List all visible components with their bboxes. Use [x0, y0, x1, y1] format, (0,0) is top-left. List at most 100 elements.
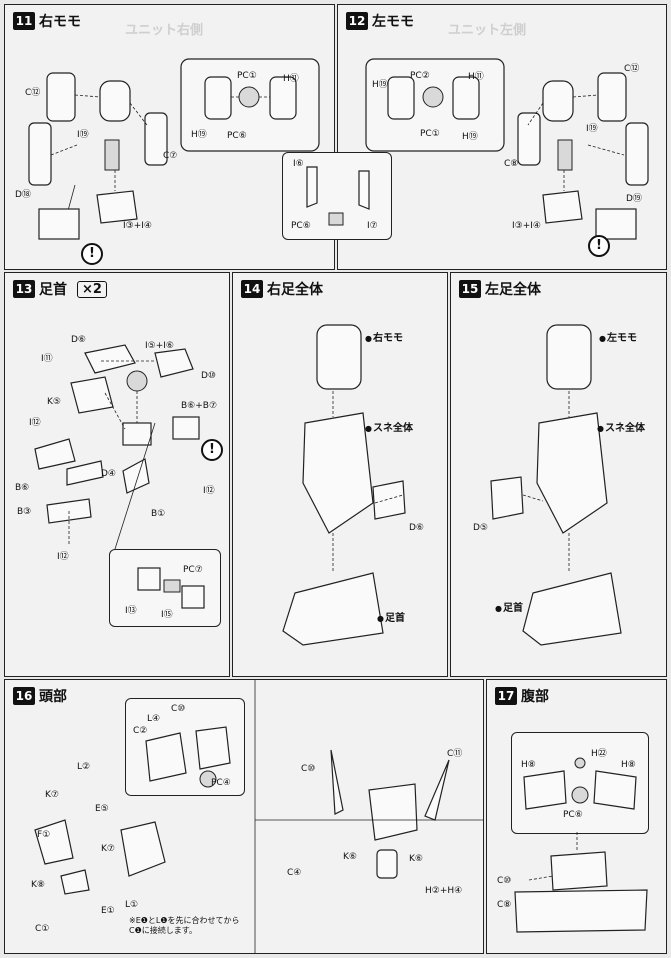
step-label: 左モモ — [372, 14, 414, 30]
part-label: H②+H④ — [425, 886, 463, 896]
part-label: D⑲ — [626, 194, 642, 204]
step-17-panel: 17 腹部 H⑧ H㉒ H⑧ PC⑥ C⑩ C⑧ — [486, 679, 667, 954]
part-label: I⑲ — [77, 130, 89, 140]
part-label: I⑫ — [29, 418, 41, 428]
step-14-panel: 14 右足全体 右モモ スネ全体 D⑥ 足首 — [232, 272, 448, 677]
part-label: B⑥ — [15, 483, 30, 493]
part-label: I⑪ — [41, 354, 53, 364]
part-label: B① — [151, 509, 166, 519]
part-label: K⑦ — [101, 844, 115, 854]
step-16-panel: 16 頭部 C⑩ L④ C② PC④ L② K⑦ E⑤ F① K⑦ K⑧ L① … — [4, 679, 484, 954]
step-16-title: 16 頭部 — [13, 686, 67, 706]
part-label: E① — [101, 906, 115, 916]
part-label: PC⑥ — [291, 221, 311, 231]
warning-icon: ! — [81, 243, 103, 265]
part-label: I⑤+I⑥ — [145, 341, 174, 351]
part-label: I⑥ — [293, 159, 304, 169]
step-label: 右モモ — [39, 14, 81, 30]
abdomen-inset — [511, 732, 649, 834]
part-label: C① — [35, 924, 50, 934]
shared-inset: I⑥ PC⑥ I⑦ — [282, 152, 392, 240]
step-label: 頭部 — [39, 689, 67, 705]
part-label: C⑩ — [171, 704, 186, 714]
step-number: 12 — [346, 12, 368, 30]
part-label: H⑲ — [372, 80, 388, 90]
part-label: PC② — [410, 71, 430, 81]
part-label: C⑧ — [497, 900, 512, 910]
step-label: 足首 — [39, 282, 67, 298]
shared-parts-diagram — [306, 166, 370, 226]
assembly-note: ※E❶とL❶を先に合わせてから C❶に接続します。 — [129, 916, 240, 935]
ankle-inset — [109, 549, 221, 627]
part-label: H⑪ — [283, 74, 299, 84]
part-label: H㉒ — [591, 749, 607, 759]
ankle-diagram — [34, 344, 200, 550]
step-number: 16 — [13, 687, 35, 705]
abdomen-diagram — [514, 832, 648, 933]
part-label: B③ — [17, 507, 32, 517]
part-label: C⑪ — [447, 749, 463, 759]
part-label: H⑧ — [521, 760, 536, 770]
head-inset-diagram — [145, 726, 231, 788]
part-label: D⑥ — [71, 335, 86, 345]
part-label: D④ — [101, 469, 116, 479]
part-label: I⑲ — [586, 124, 598, 134]
part-label: D⑤ — [473, 523, 488, 533]
part-label: K⑦ — [45, 790, 59, 800]
part-label: I③+I④ — [512, 221, 541, 231]
part-label: C⑦ — [163, 151, 178, 161]
part-label: C② — [133, 726, 148, 736]
step-17-title: 17 腹部 — [495, 686, 549, 706]
step-number: 13 — [13, 280, 35, 298]
ankle-inset-diagram — [137, 567, 205, 609]
step-12-title: 12 左モモ — [346, 11, 414, 31]
part-label: F① — [37, 830, 51, 840]
part-label: K⑥ — [343, 852, 357, 862]
part-label: B⑥+B⑦ — [181, 401, 218, 411]
step-number: 11 — [13, 12, 35, 30]
step-number: 17 — [495, 687, 517, 705]
ghost-text: ユニット右側 — [125, 23, 204, 38]
part-label: C④ — [287, 868, 302, 878]
part-label: I⑫ — [203, 486, 215, 496]
part-label: H⑲ — [191, 130, 207, 140]
left-leg-diagram — [490, 324, 622, 646]
part-label: L① — [125, 900, 139, 910]
step-11-title: 11 右モモ — [13, 11, 81, 31]
step-label: 腹部 — [521, 689, 549, 705]
part-label: L④ — [147, 714, 161, 724]
step-15-panel: 15 左足全体 左モモ スネ全体 D⑤ 足首 — [450, 272, 667, 677]
part-label: D⑥ — [409, 523, 424, 533]
head-diagram — [34, 680, 483, 953]
step-number: 15 — [459, 280, 481, 298]
callout-label: 足首 — [377, 609, 405, 624]
part-label: K⑤ — [47, 397, 61, 407]
part-label: C⑧ — [504, 159, 519, 169]
right-leg-diagram — [282, 324, 406, 646]
part-label: PC⑥ — [563, 810, 583, 820]
part-label: PC④ — [211, 778, 231, 788]
part-label: PC① — [420, 129, 440, 139]
part-label: D⑩ — [201, 371, 216, 381]
part-label: I⑬ — [125, 606, 137, 616]
ghost-text: ユニット左側 — [448, 23, 527, 38]
step-13-panel: 13 足首 ×2 ! D⑥ I⑤+I⑥ I⑪ D⑩ K⑤ B⑥+B⑦ I⑫ D④… — [4, 272, 230, 677]
part-label: C⑫ — [624, 64, 640, 74]
warning-icon: ! — [588, 235, 610, 257]
part-label: H⑪ — [468, 72, 484, 82]
part-label: K⑧ — [31, 880, 45, 890]
callout-label: 左モモ — [599, 329, 637, 344]
callout-label: 右モモ — [365, 329, 403, 344]
left-thigh-diagram — [365, 58, 649, 240]
part-label: K⑥ — [409, 854, 423, 864]
callout-label: スネ全体 — [365, 419, 413, 434]
right-thigh-diagram — [28, 58, 320, 240]
part-label: D⑱ — [15, 190, 31, 200]
step-12-panel: 12 左モモ ユニット左側 ! H⑲ PC② H⑪ PC① H⑲ C⑫ I⑲ C… — [337, 4, 667, 270]
step-14-title: 14 右足全体 — [241, 279, 323, 299]
part-label: H⑧ — [621, 760, 636, 770]
multiplier-badge: ×2 — [77, 280, 107, 298]
part-label: PC① — [237, 71, 257, 81]
head-inset — [125, 698, 245, 796]
part-label: I③+I④ — [123, 221, 152, 231]
